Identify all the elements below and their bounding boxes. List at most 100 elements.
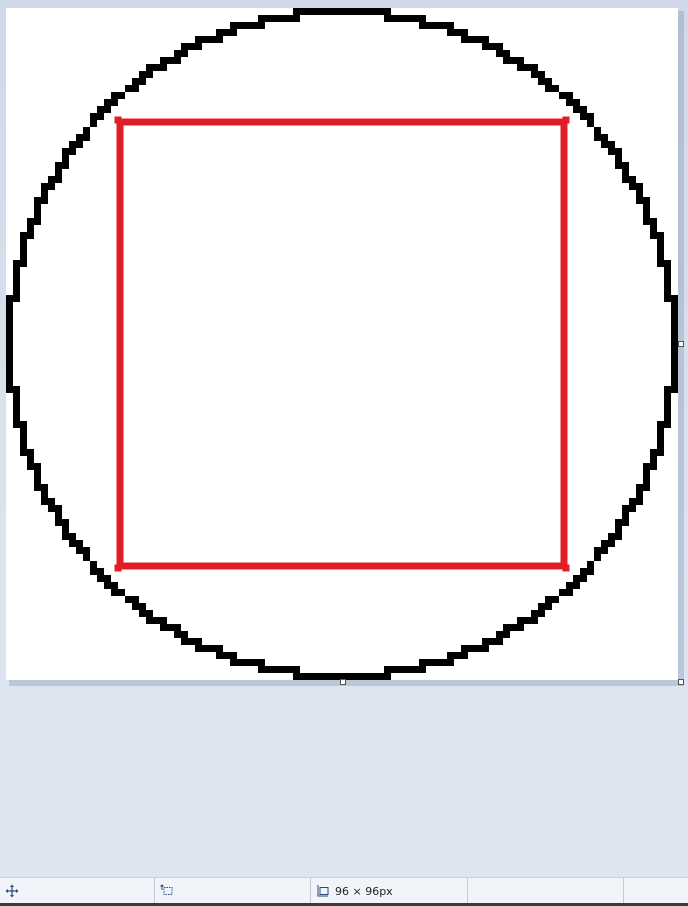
circle-pixel [41, 491, 48, 498]
circle-pixel [146, 64, 153, 71]
circle-pixel [160, 624, 167, 631]
circle-pixel [181, 631, 188, 638]
cursor-position-panel [0, 878, 155, 904]
circle-pixel [657, 246, 664, 253]
drawing-canvas[interactable] [6, 8, 678, 680]
zoom-panel[interactable] [624, 878, 688, 904]
circle-pixel [650, 225, 657, 232]
circle-pixel [601, 547, 608, 554]
circle-pixel [328, 673, 335, 680]
circle-pixel [601, 540, 608, 547]
circle-pixel [181, 638, 188, 645]
circle-pixel [111, 589, 118, 596]
circle-pixel [167, 624, 174, 631]
circle-pixel [251, 659, 258, 666]
circle-pixel [251, 22, 258, 29]
circle-pixel [671, 351, 678, 358]
circle-pixel [13, 407, 20, 414]
circle-pixel [517, 57, 524, 64]
circle-pixel [265, 15, 272, 22]
canvas-workspace[interactable] [0, 0, 688, 877]
circle-pixel [412, 15, 419, 22]
circle-pixel [13, 274, 20, 281]
circle-pixel [6, 295, 13, 302]
circle-pixel [566, 582, 573, 589]
circle-pixel [279, 666, 286, 673]
circle-pixel [146, 617, 153, 624]
circle-pixel [559, 92, 566, 99]
circle-pixel [650, 232, 657, 239]
circle-pixel [615, 526, 622, 533]
circle-pixel [384, 666, 391, 673]
circle-pixel [531, 71, 538, 78]
circle-pixel [468, 36, 475, 43]
circle-pixel [580, 113, 587, 120]
circle-pixel [20, 239, 27, 246]
circle-pixel [83, 134, 90, 141]
circle-pixel [6, 316, 13, 323]
circle-pixel [230, 22, 237, 29]
circle-pixel [202, 36, 209, 43]
circle-pixel [643, 470, 650, 477]
circle-pixel [594, 554, 601, 561]
circle-pixel [349, 673, 356, 680]
circle-pixel [629, 183, 636, 190]
circle-pixel [538, 71, 545, 78]
circle-pixel [503, 631, 510, 638]
resize-handle-corner[interactable] [678, 679, 684, 685]
circle-pixel [377, 8, 384, 15]
circle-pixel [552, 85, 559, 92]
circle-pixel [573, 106, 580, 113]
circle-pixel [216, 645, 223, 652]
circle-pixel [657, 260, 664, 267]
circle-pixel [139, 603, 146, 610]
circle-pixel [391, 666, 398, 673]
circle-pixel [321, 8, 328, 15]
circle-pixel [447, 29, 454, 36]
circle-pixel [160, 64, 167, 71]
circle-pixel [55, 169, 62, 176]
file-size-panel [468, 878, 624, 904]
circle-pixel [664, 288, 671, 295]
circle-pixel [461, 645, 468, 652]
circle-pixel [76, 141, 83, 148]
circle-pixel [671, 344, 678, 351]
resize-handle-bottom[interactable] [340, 679, 346, 685]
circle-pixel [20, 246, 27, 253]
circle-pixel [139, 610, 146, 617]
circle-pixel [615, 519, 622, 526]
image-size-panel: 96 × 96px [311, 878, 468, 904]
circle-pixel [601, 134, 608, 141]
circle-pixel [538, 78, 545, 85]
circle-pixel [447, 22, 454, 29]
circle-pixel [482, 645, 489, 652]
circle-pixel [622, 162, 629, 169]
circle-pixel [671, 323, 678, 330]
circle-pixel [300, 673, 307, 680]
pixel-circle [6, 8, 678, 680]
circle-pixel [6, 351, 13, 358]
circle-pixel [657, 449, 664, 456]
circle-pixel [545, 603, 552, 610]
circle-pixel [146, 71, 153, 78]
circle-pixel [531, 64, 538, 71]
circle-pixel [489, 43, 496, 50]
circle-pixel [41, 183, 48, 190]
circle-pixel [62, 162, 69, 169]
circle-pixel [636, 190, 643, 197]
circle-pixel [286, 15, 293, 22]
circle-pixel [55, 176, 62, 183]
circle-pixel [118, 589, 125, 596]
circle-pixel [587, 561, 594, 568]
circle-pixel [335, 8, 342, 15]
resize-handle-right[interactable] [678, 341, 684, 347]
circle-pixel [475, 36, 482, 43]
circle-pixel [622, 512, 629, 519]
circle-pixel [608, 540, 615, 547]
circle-pixel [363, 673, 370, 680]
circle-pixel [314, 673, 321, 680]
circle-pixel [671, 365, 678, 372]
circle-pixel [587, 568, 594, 575]
circle-pixel [433, 659, 440, 666]
circle-pixel [48, 183, 55, 190]
